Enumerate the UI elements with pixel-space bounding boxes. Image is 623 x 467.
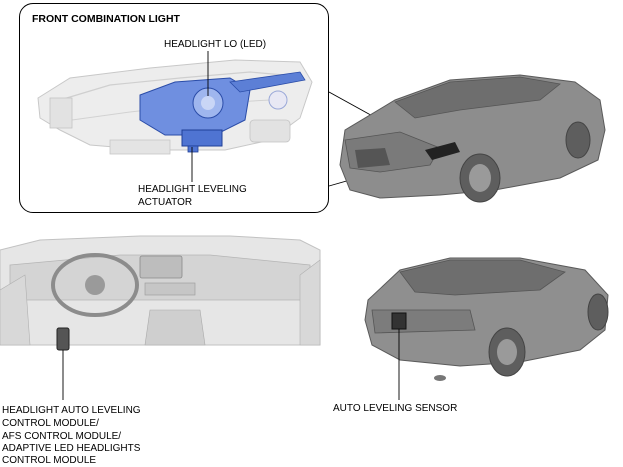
dashboard-interior: [0, 235, 321, 351]
headlight-lo-module: [139, 71, 306, 136]
control-module-label-line2: CONTROL MODULE/: [2, 418, 99, 429]
leveling-actuator-label-line1: HEADLIGHT LEVELING: [138, 184, 247, 195]
rear-car: [364, 257, 609, 381]
auto-leveling-sensor-part: [391, 312, 407, 330]
control-module-label-line5: CONTROL MODULE: [2, 455, 97, 466]
control-module-label-line3: AFS CONTROL MODULE/: [2, 431, 122, 442]
control-module-label-line4: ADAPTIVE LED HEADLIGHTS: [2, 443, 141, 454]
control-module-label-line1: HEADLIGHT AUTO LEVELING: [2, 405, 141, 416]
leveling-actuator-label-line2: ACTUATOR: [138, 197, 193, 208]
control-module-part: [56, 327, 70, 351]
callout-title: FRONT COMBINATION LIGHT: [32, 13, 180, 25]
headlight-lo-label: HEADLIGHT LO (LED): [164, 39, 267, 50]
front-car: [339, 74, 606, 203]
auto-leveling-sensor-label: AUTO LEVELING SENSOR: [333, 403, 458, 414]
leveling-actuator: [181, 129, 223, 153]
